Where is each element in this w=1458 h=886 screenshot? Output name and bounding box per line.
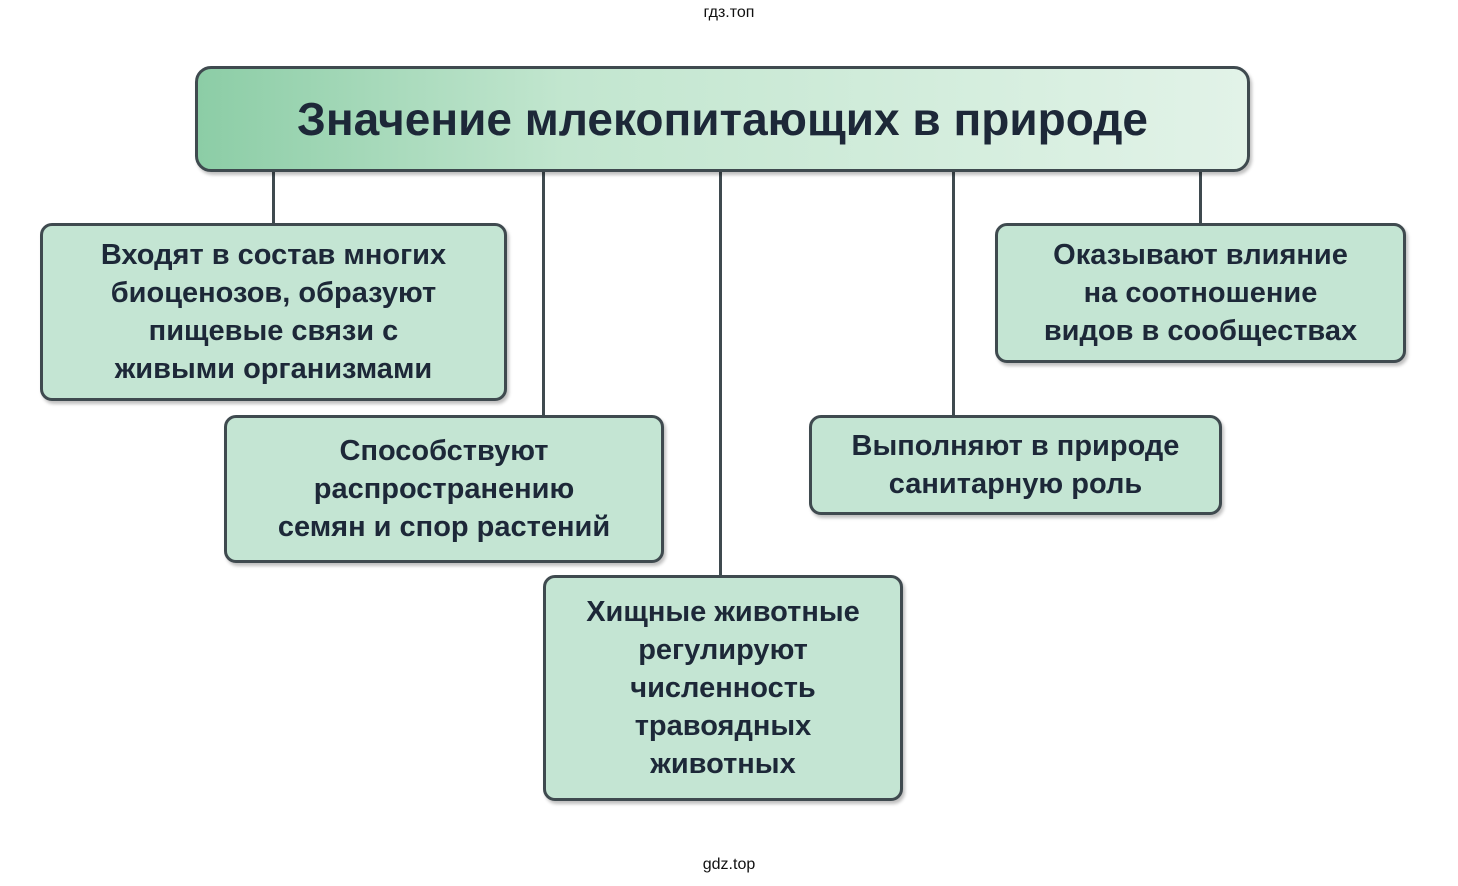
connector [719,170,722,577]
box-text-line: семян и спор растений [277,511,611,543]
box-text-line: видов в сообществах [1043,315,1358,347]
box-text-line: Входят в состав многих [100,239,447,271]
box-text-line: живыми организмами [114,353,433,385]
diagram-title: Значение млекопитающих в природе [297,93,1148,145]
box-biocenoses: Входят в состав многих биоценозов, образ… [40,223,507,401]
box-text-line: на соотношение [1083,277,1318,309]
box-sanitary-role: Выполняют в природе санитарную роль [809,415,1222,515]
connector [272,170,275,225]
watermark-bottom: gdz.top [702,856,756,873]
box-text-line: пищевые связи с [148,315,399,347]
box-text-line: Хищные животные [586,596,860,628]
connector [952,170,955,417]
box-text-line: травоядных [634,710,812,742]
box-text-line: Оказывают влияние [1053,239,1348,271]
box-text-line: регулируют [638,634,808,666]
box-predators: Хищные животные регулируют численность т… [543,575,903,801]
box-text-line: санитарную роль [888,468,1143,500]
connector [542,170,545,417]
box-seed-dispersal: Способствуют распространению семян и спо… [224,415,664,563]
title-box: Значение млекопитающих в природе [195,66,1250,172]
watermark-top: гдз.топ [703,4,755,21]
connector [1199,170,1202,225]
box-text-line: распространению [313,473,575,505]
box-text-line: Выполняют в природе [851,430,1180,462]
box-text-line: биоценозов, образуют [110,277,437,309]
box-text-line: Способствуют [339,435,549,467]
box-species-ratio: Оказывают влияние на соотношение видов в… [995,223,1406,363]
box-text-line: животных [650,748,796,780]
box-text-line: численность [630,672,816,704]
